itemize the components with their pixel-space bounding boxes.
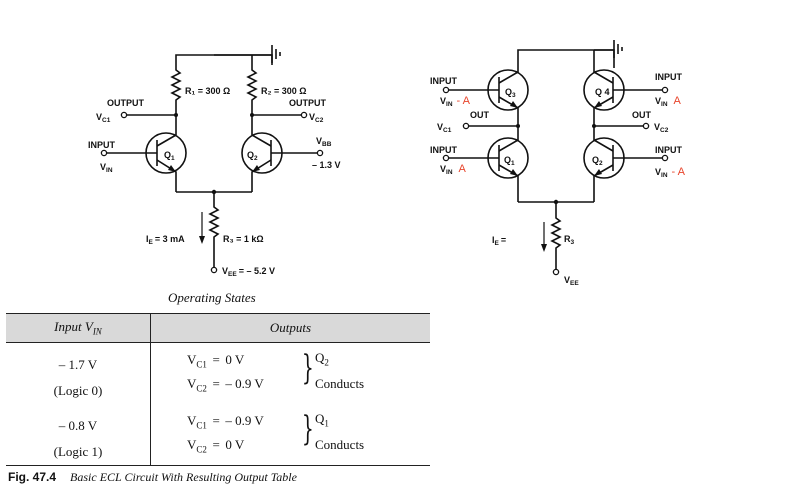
r3-label: R₃ = 1 kΩ: [223, 234, 264, 244]
svg-text:IE=: IE=: [492, 235, 506, 247]
table-title: Operating States: [168, 290, 256, 305]
svg-text:VIN- A: VIN- A: [440, 95, 471, 108]
input-label-tr: INPUT: [655, 72, 683, 82]
vin-terminal-br[interactable]: [661, 154, 669, 162]
transistor-q1-right: [487, 126, 529, 202]
svg-text:R₁ = 300 Ω: R₁ = 300 Ω: [185, 86, 230, 96]
transistor-q2-right: [583, 126, 625, 202]
svg-text:VIN- A: VIN- A: [655, 166, 686, 179]
vc1-line: VC1 = – 0.9 V: [187, 413, 264, 431]
output-label-1: OUTPUT: [107, 98, 145, 108]
vbb-terminal[interactable]: [316, 149, 324, 157]
transistor-q3: [487, 68, 529, 126]
svg-text:Q2: Q2: [592, 155, 603, 167]
vc2-terminal[interactable]: [300, 111, 308, 119]
svg-text:VEE= – 5.2 V: VEE= – 5.2 V: [222, 266, 275, 278]
out-label-left: OUT: [470, 110, 490, 120]
resistor-r2: [246, 55, 258, 135]
vin-terminal-tl[interactable]: [442, 86, 450, 94]
q4-label: Q 4: [595, 87, 610, 97]
brace: }: [301, 348, 314, 388]
svg-text:VIN: VIN: [100, 162, 113, 174]
svg-text:VC2: VC2: [654, 122, 669, 134]
svg-text:Q1: Q1: [164, 150, 175, 162]
header-input: Input VIN: [6, 313, 151, 343]
svg-text:VBB: VBB: [316, 136, 332, 148]
vin-terminal-bl[interactable]: [442, 154, 450, 162]
vc1-line: VC1 = 0 V: [187, 352, 245, 370]
svg-text:VC1: VC1: [437, 122, 452, 134]
brace: }: [301, 409, 314, 449]
input-logic: (Logic 0): [53, 383, 103, 398]
header-outputs: Outputs: [150, 313, 430, 343]
vee-terminal[interactable]: [210, 266, 218, 274]
svg-text:VC2: VC2: [309, 112, 324, 124]
input-label-tl: INPUT: [430, 76, 458, 86]
vee-terminal-right[interactable]: [552, 268, 560, 276]
input-value: – 1.7 V: [58, 357, 98, 372]
conducts-status: Conducts: [315, 437, 365, 452]
left-ecl-circuit: R₁ = 300 Ω R₂ = 300 Ω OUTPUT VC1 OUTPUT …: [88, 45, 341, 278]
svg-text:R3: R3: [564, 234, 575, 246]
input-label: INPUT: [88, 140, 116, 150]
input-label-bl: INPUT: [430, 145, 458, 155]
svg-text:Q2: Q2: [247, 150, 258, 162]
conducts-status: Conducts: [315, 376, 365, 391]
vc2-line: VC2 = – 0.9 V: [187, 376, 264, 394]
resistor-r3: [208, 192, 220, 268]
ground-symbol-right: [613, 40, 623, 58]
transistor-q1: [145, 132, 187, 192]
vc2-line: VC2 = 0 V: [187, 437, 245, 455]
svg-text:VEE: VEE: [564, 275, 579, 287]
operating-states-table: Input VIN Outputs – 1.7 V (Logic 0) VC1 =…: [6, 313, 430, 466]
input-logic: (Logic 1): [53, 444, 103, 459]
figure-caption: Fig. 47.4 Basic ECL Circuit With Resultin…: [8, 470, 297, 485]
transistor-q2: [241, 132, 283, 192]
table-row: – 0.8 V (Logic 1) VC1 = – 0.9 V VC2 = 0 V…: [6, 404, 430, 466]
figure-caption-text: Basic ECL Circuit With Resulting Output …: [70, 470, 297, 484]
output-label-2: OUTPUT: [289, 98, 327, 108]
table-row: – 1.7 V (Logic 0) VC1 = 0 V VC2 = – 0.9 V…: [6, 342, 430, 404]
svg-text:R₂ = 300 Ω: R₂ = 300 Ω: [261, 86, 307, 96]
vc1-terminal-right[interactable]: [462, 122, 470, 130]
conducting-transistor: Q2: [315, 350, 329, 368]
input-label-br: INPUT: [655, 145, 683, 155]
vin-terminal[interactable]: [100, 149, 108, 157]
resistor-r1: [170, 65, 182, 135]
figure-number: Fig. 47.4: [8, 470, 57, 484]
input-value: – 0.8 V: [58, 418, 98, 433]
vc2-terminal-right[interactable]: [642, 122, 650, 130]
svg-text:Q3: Q3: [505, 87, 516, 99]
ground-symbol: [271, 45, 281, 63]
top-rail: [175, 54, 273, 65]
circuit-diagrams: R₁ = 300 Ω R₂ = 300 Ω OUTPUT VC1 OUTPUT …: [88, 40, 686, 287]
conducting-transistor: Q1: [315, 411, 329, 429]
vbb-value: – 1.3 V: [312, 160, 341, 170]
svg-text:IE= 3 mA: IE= 3 mA: [146, 234, 185, 246]
resistor-r3-right: [550, 202, 562, 270]
svg-text:VC1: VC1: [96, 112, 111, 124]
svg-text:Q1: Q1: [504, 155, 515, 167]
vin-terminal-tr[interactable]: [661, 86, 669, 94]
vc1-terminal[interactable]: [120, 111, 128, 119]
out-label-right: OUT: [632, 110, 652, 120]
